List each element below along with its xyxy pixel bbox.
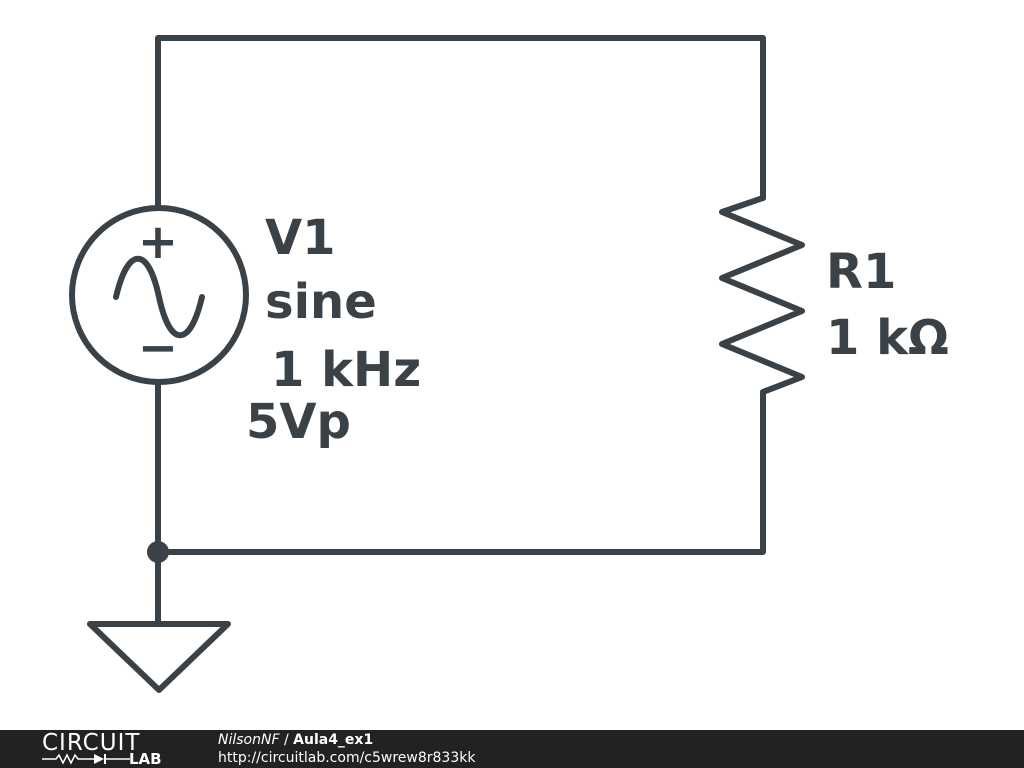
meta-separator: /: [279, 732, 294, 748]
plus-sign: +: [138, 214, 178, 270]
circuit-meta: NilsonNF / Aula4_ex1 http://circuitlab.c…: [218, 731, 475, 767]
circuit-url-link[interactable]: http://circuitlab.com/c5wrew8r833kk: [218, 750, 476, 766]
top-wire: [155, 35, 766, 211]
resistor-name-label: R1: [826, 244, 896, 300]
circuit-title-link[interactable]: Aula4_ex1: [293, 732, 374, 748]
source-name-label: V1: [265, 210, 336, 266]
author-link[interactable]: NilsonNF: [218, 732, 280, 748]
circuit-schematic: + − V1 sine 1 kHz 5Vp R1 1 kΩ: [69, 35, 949, 693]
source-amplitude-label: 5Vp: [246, 394, 351, 450]
footer-bar: CIRCUIT LAB NilsonNF / Aula4_ex1 http://…: [0, 730, 1024, 768]
source-circle: [69, 205, 249, 385]
junction-node: [147, 541, 169, 563]
minus-sign: −: [138, 320, 178, 376]
resistor-r1: [719, 195, 805, 395]
source-type-label: sine: [265, 274, 377, 330]
ground-symbol: [87, 621, 231, 693]
sine-wave-icon: [113, 255, 205, 339]
logo-circuit-glyph-icon: [42, 753, 130, 765]
source-frequency-label: 1 kHz: [271, 342, 421, 398]
bottom-wire: [155, 379, 766, 555]
logo-text-lab: LAB: [129, 750, 162, 768]
voltage-source-v1: + −: [69, 205, 249, 385]
resistor-value-label: 1 kΩ: [826, 310, 949, 366]
logo-text-circuit: CIRCUIT: [42, 730, 141, 756]
circuitlab-logo[interactable]: CIRCUIT LAB: [42, 730, 174, 768]
